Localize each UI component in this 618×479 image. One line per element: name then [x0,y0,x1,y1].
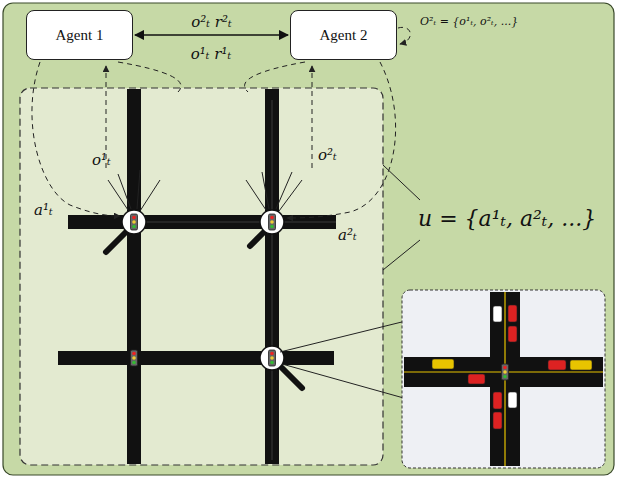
agent-label: Agent 1 [56,27,104,44]
message-arrow [135,34,288,35]
agent-box: Agent 2 [290,10,397,60]
math-label: a¹ₜ [34,203,53,218]
math-label: o¹ₜ [92,153,111,168]
math-label: o¹ₜ r¹ₜ [191,47,231,62]
agent-label: Agent 2 [320,27,368,44]
math-label: o²ₜ [318,148,337,163]
math-label: u = {a¹ₜ, a²ₜ, ...} [418,208,596,230]
math-label: a²ₜ [338,228,357,243]
agent-box: Agent 1 [26,10,133,60]
math-label: O²ₜ = {o¹ₜ, o²ₜ, ...} [420,16,518,27]
edge-label: o²ₜ r²ₜ [191,15,231,30]
